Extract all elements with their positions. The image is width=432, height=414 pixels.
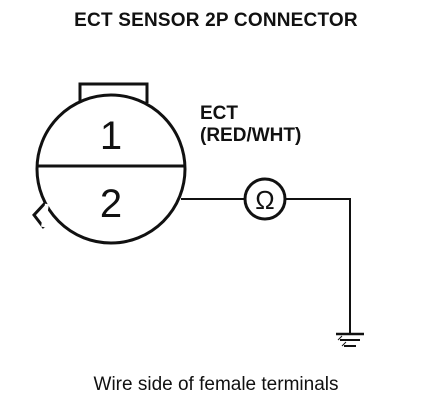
- probe-wire-right: [285, 198, 351, 334]
- diagram-title: ECT SENSOR 2P CONNECTOR: [74, 10, 358, 31]
- connector-key-notch: [32, 200, 48, 229]
- ohmmeter-icon: Ω: [243, 177, 287, 221]
- connector-lock-tab: [78, 82, 149, 103]
- terminal-1-label: 1: [100, 114, 122, 158]
- ground-icon: [336, 332, 364, 347]
- diagram-caption: Wire side of female terminals: [93, 374, 339, 395]
- wire-color: (RED/WHT): [200, 125, 302, 146]
- wire-label: ECT (RED/WHT): [200, 103, 301, 147]
- wire-name: ECT: [200, 103, 238, 124]
- connector-body: [35, 93, 187, 245]
- ohm-symbol: Ω: [255, 185, 274, 215]
- terminal-2-label: 2: [100, 182, 122, 226]
